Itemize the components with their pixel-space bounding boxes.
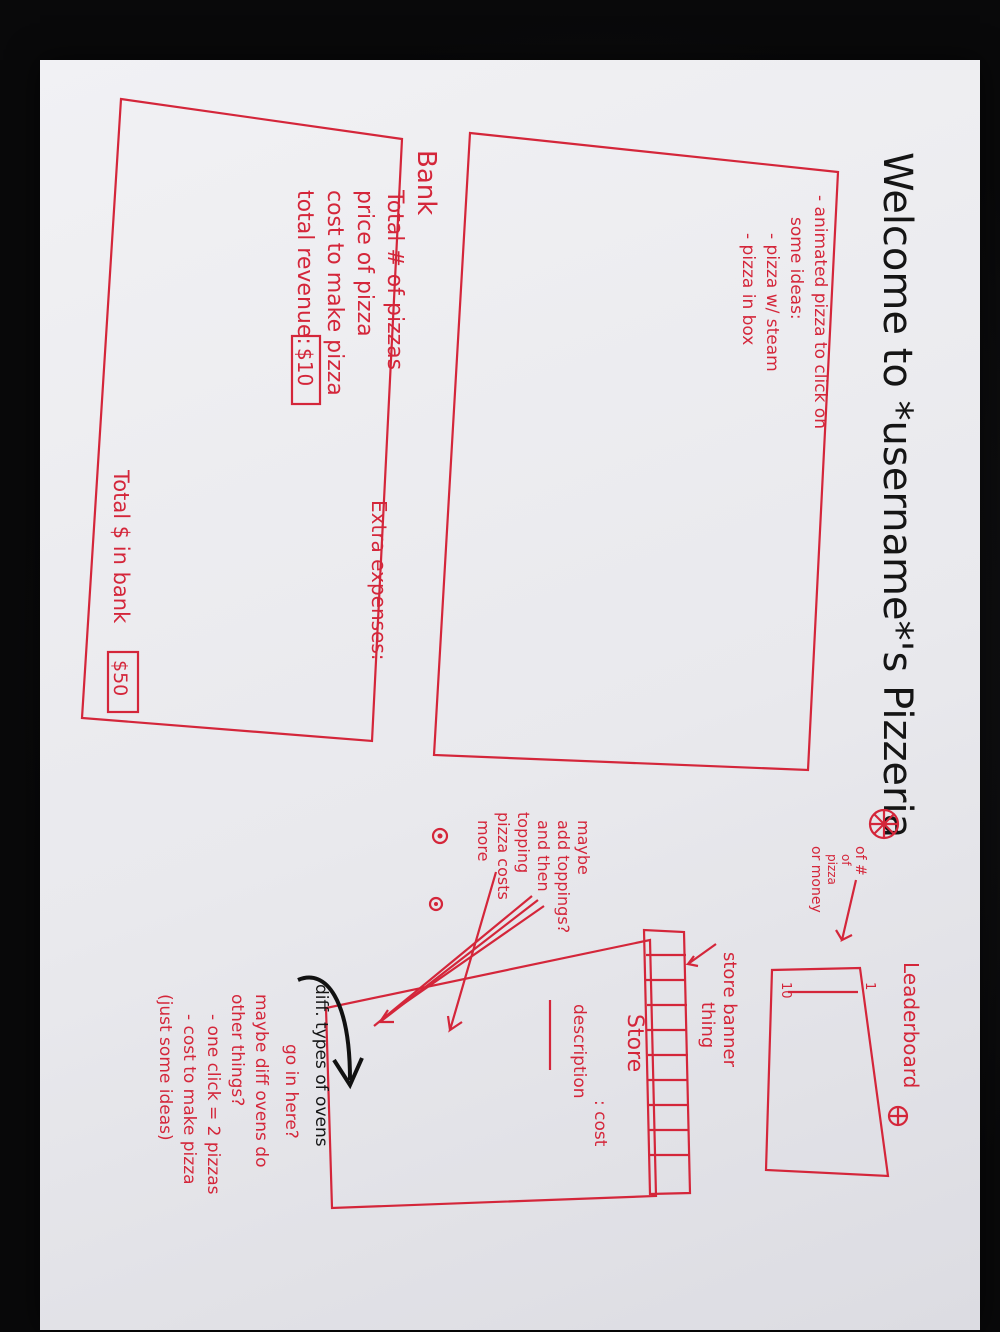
bank-text: Bank Total # of pizzas price of pizza co… xyxy=(290,150,441,406)
pepperoni-icon xyxy=(428,827,449,912)
leaderboard-title: Leaderboard xyxy=(899,962,923,1088)
bank-revenue-box xyxy=(290,334,322,406)
bank-panel xyxy=(80,97,404,743)
ovens-note-1: diff. types of ovens xyxy=(311,984,331,1147)
bank-revenue-value: $10 xyxy=(293,348,317,386)
store-banner-arrow xyxy=(685,943,717,968)
leaderboard-note-3: pizza xyxy=(825,854,839,885)
leaderboard-rank-bottom: 10 xyxy=(778,982,793,999)
pizza-note-2: some ideas: xyxy=(786,217,806,320)
black-arrow-curve xyxy=(297,975,352,1081)
black-arrow-head xyxy=(332,1057,364,1090)
store-description: description xyxy=(569,1004,589,1099)
store-panel xyxy=(324,938,658,1210)
toppings-to-store-arrow-stroke-2 xyxy=(385,905,545,1017)
total-in-bank-box xyxy=(106,650,140,714)
paper-sheet xyxy=(40,60,980,1330)
leaderboard-note-4: or money xyxy=(808,846,824,913)
store-banner-note-2: thing xyxy=(697,1002,718,1048)
ovens-notes-3: maybe diff ovens do other things? - one … xyxy=(155,994,271,1195)
leaderboard-rank-top: 1 xyxy=(862,982,877,990)
store-banner-stripes xyxy=(646,953,690,1157)
pizza-note-3: - pizza w/ steam xyxy=(762,233,782,372)
bank-cost-to-make: cost to make pizza xyxy=(322,190,347,396)
toppings-note-3: and then xyxy=(534,820,553,892)
toppings-note-2: add toppings? xyxy=(554,820,573,933)
pizza-panel-notes: - animated pizza to click on some ideas:… xyxy=(738,195,830,429)
store-title-group: Store xyxy=(622,1014,647,1072)
total-in-bank-group: Total $ in bank $50 xyxy=(106,469,140,714)
ovens-note-5: - one click = 2 pizzas xyxy=(203,1014,223,1195)
leaderboard-note-arrow xyxy=(835,879,858,943)
toppings-note-5: pizza costs xyxy=(494,812,513,900)
ovens-note-7: (just some ideas) xyxy=(155,994,175,1141)
page-title: Welcome to *username*'s Pizzeria xyxy=(874,152,920,838)
extra-expenses-label: Extra expenses: xyxy=(367,500,391,661)
ovens-note-2: go in here? xyxy=(281,1044,301,1139)
ovens-note-3: maybe diff ovens do xyxy=(251,994,271,1167)
toppings-arrow xyxy=(446,871,498,1033)
ovens-notes-2: go in here? xyxy=(281,1044,301,1139)
leaderboard-pizza-icon xyxy=(887,1105,909,1127)
store-banner-note-1: store banner xyxy=(719,952,740,1068)
leaderboard-note: of # of pizza or money xyxy=(808,846,868,913)
ovens-note-6: - cost to make pizza xyxy=(179,1014,199,1185)
pizza-note-4: - pizza in box xyxy=(738,233,758,345)
leaderboard-title-group: Leaderboard xyxy=(899,962,923,1088)
total-in-bank-label: Total $ in bank xyxy=(109,469,133,624)
store-item-cost-group: : cost xyxy=(590,1100,610,1147)
bank-revenue-label: total revenue: xyxy=(292,190,317,345)
leaderboard-note-2: of xyxy=(839,854,853,866)
pizza-note-1: - animated pizza to click on xyxy=(810,195,830,429)
leaderboard-note-1: of # xyxy=(852,846,868,876)
store-description-group: description xyxy=(569,1004,589,1099)
page-title-group: Welcome to *username*'s Pizzeria xyxy=(874,152,920,838)
extra-expenses-group: Extra expenses: xyxy=(367,500,391,661)
ovens-note-4: other things? xyxy=(227,994,247,1106)
title-pizza-icon xyxy=(868,808,900,840)
bank-price-of-pizza: price of pizza xyxy=(352,190,377,337)
leaderboard-panel xyxy=(764,966,890,1178)
bank-heading: Bank xyxy=(411,150,441,215)
toppings-note-1: maybe xyxy=(574,820,593,875)
leaderboard-rank-top-group: 1 xyxy=(862,982,877,990)
ovens-notes: diff. types of ovens xyxy=(311,984,331,1147)
total-in-bank-value: $50 xyxy=(109,660,131,696)
toppings-note: maybe add toppings? and then topping piz… xyxy=(474,812,593,933)
bank-total-pizzas: Total # of pizzas xyxy=(382,189,407,370)
store-item-cost: : cost xyxy=(590,1100,610,1147)
toppings-to-store-arrow-stroke-3 xyxy=(373,895,533,1027)
leaderboard-rank-bottom-group: 10 xyxy=(778,982,793,999)
toppings-note-6: more xyxy=(474,820,493,861)
store-title: Store xyxy=(622,1014,647,1072)
pizza-click-panel[interactable] xyxy=(432,131,840,772)
toppings-note-4: topping xyxy=(514,812,533,873)
store-banner-note: store banner thing xyxy=(697,952,740,1068)
